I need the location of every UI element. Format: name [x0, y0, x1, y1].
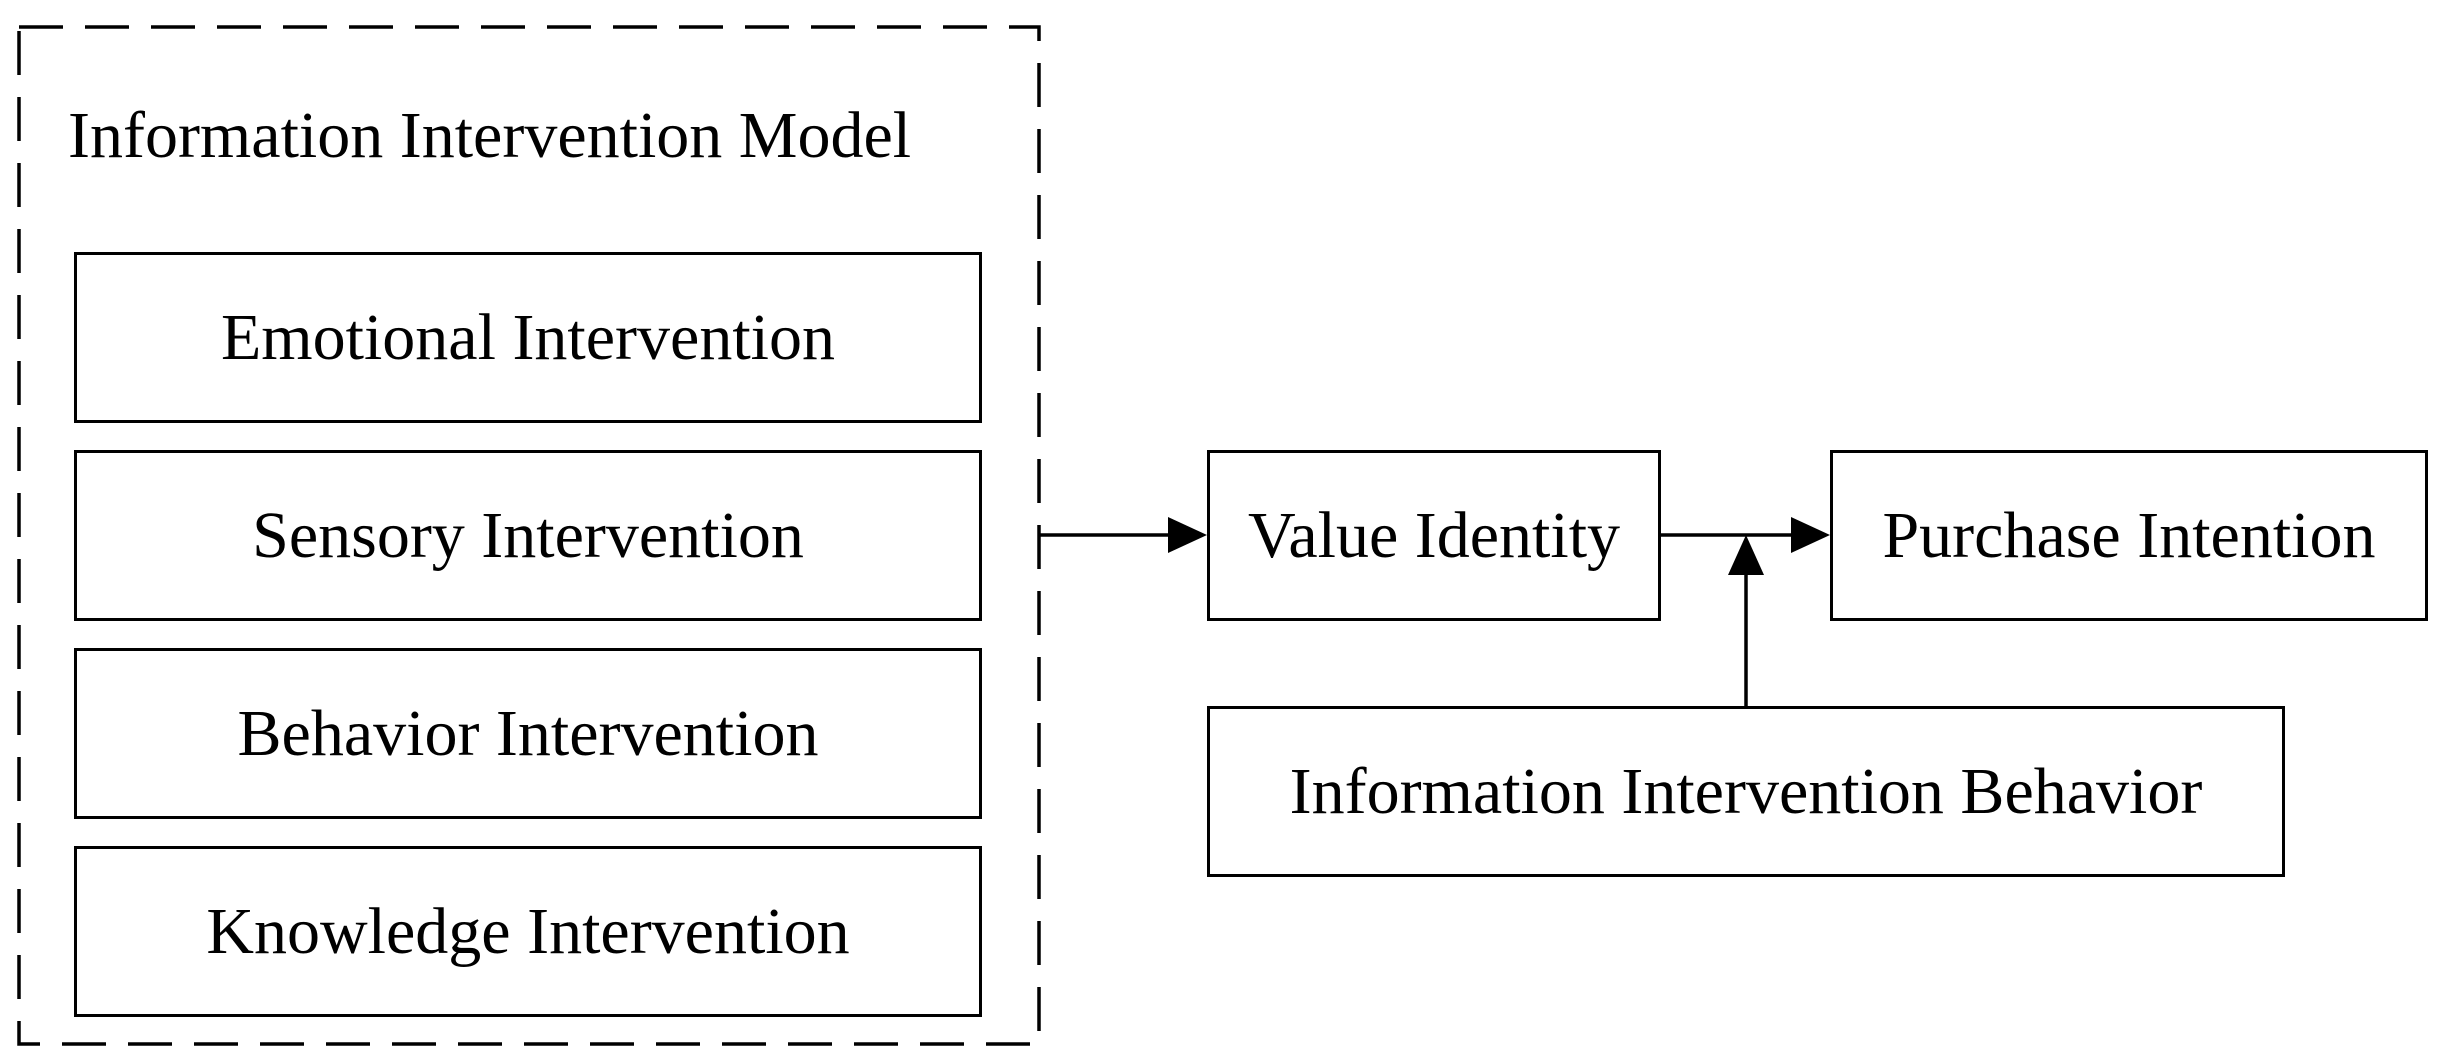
purchase-intention-box: Purchase Intention [1830, 450, 2428, 621]
behavior-intervention-box: Behavior Intervention [74, 648, 982, 819]
arrowhead-moderator-to-path [1728, 535, 1764, 575]
information-intervention-behavior-box: Information Intervention Behavior [1207, 706, 2285, 877]
sensory-intervention-box: Sensory Intervention [74, 450, 982, 621]
emotional-intervention-box: Emotional Intervention [74, 252, 982, 423]
arrowhead-model-to-value-identity [1168, 517, 1207, 553]
value-identity-box: Value Identity [1207, 450, 1661, 621]
arrowhead-value-identity-to-purchase-intention [1791, 517, 1830, 553]
model-group-title: Information Intervention Model [68, 99, 912, 172]
knowledge-intervention-box: Knowledge Intervention [74, 846, 982, 1017]
